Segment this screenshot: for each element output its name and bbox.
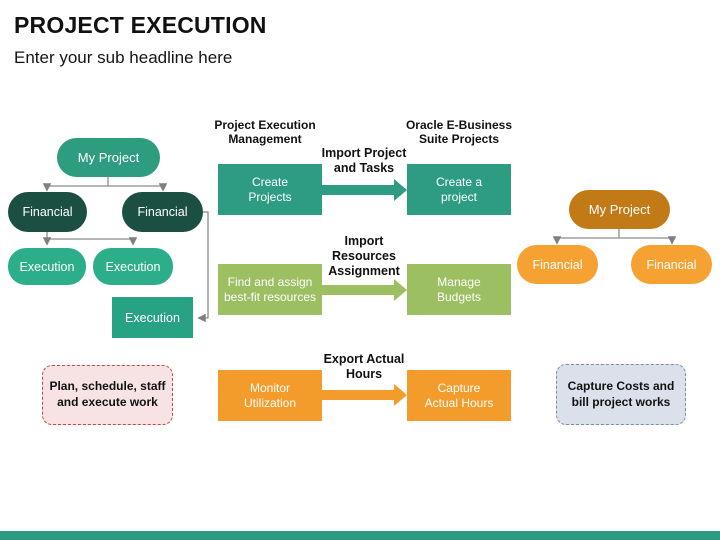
right-org-financial-right: Financial — [631, 245, 712, 284]
flow-arrow-row1 — [322, 179, 407, 201]
flow-arrow-row2 — [322, 279, 407, 301]
note-plan-schedule-staff: Plan, schedule, staff and execute work — [42, 365, 173, 425]
left-org-financial-right: Financial — [122, 192, 203, 232]
footer-accent-bar — [0, 531, 720, 540]
flow-box-create-projects: Create Projects — [218, 164, 322, 215]
right-org-financial-left: Financial — [517, 245, 598, 284]
left-org-financial-left: Financial — [8, 192, 87, 232]
left-org-root-node: My Project — [57, 138, 160, 177]
flow-box-capture-actual-hours: Capture Actual Hours — [407, 370, 511, 421]
page-subtitle: Enter your sub headline here — [14, 48, 233, 67]
flow-box-monitor-utilization: Monitor Utilization — [218, 370, 322, 421]
left-org-execution-2: Execution — [93, 248, 173, 285]
arrow-label-import-project-and-tasks: Import Project and Tasks — [321, 146, 407, 175]
arrow-label-export-actual-hours: Export Actual Hours — [323, 352, 405, 381]
column-header-oracle-ebusiness-suite: Oracle E-Business Suite Projects — [405, 118, 513, 147]
flow-box-create-a-project: Create a project — [407, 164, 511, 215]
flow-arrow-row3 — [322, 384, 407, 406]
flow-box-find-and-assign-resources: Find and assign best-fit resources — [218, 264, 322, 315]
note-capture-costs: Capture Costs and bill project works — [556, 364, 686, 425]
arrow-label-import-resources-assignment: Import Resources Assignment — [328, 234, 400, 278]
page-title: PROJECT EXECUTION — [14, 12, 267, 38]
left-org-execution-3: Execution — [112, 297, 193, 338]
left-org-execution-1: Execution — [8, 248, 86, 285]
right-org-root-node: My Project — [569, 190, 670, 229]
column-header-project-execution-management: Project Execution Management — [214, 118, 316, 147]
flow-box-manage-budgets: Manage Budgets — [407, 264, 511, 315]
